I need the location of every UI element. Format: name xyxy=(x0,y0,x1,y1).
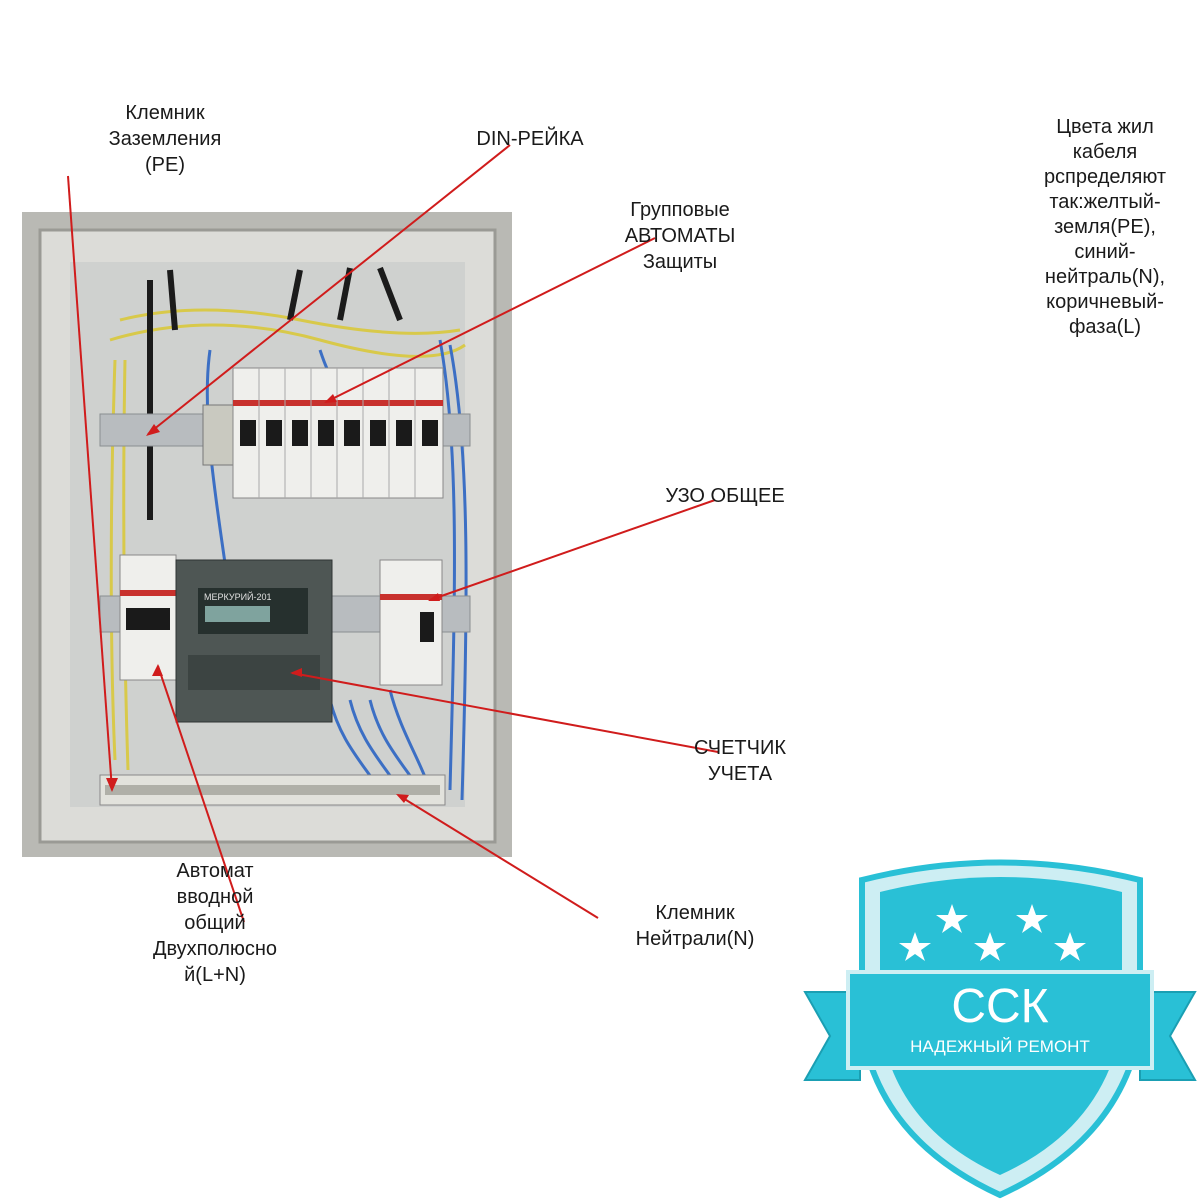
logo-ribbon-center xyxy=(846,970,1154,1070)
star-icon xyxy=(936,904,968,933)
label-main-breaker: Автомат вводной общий Двухполюсно й(L+N) xyxy=(152,860,278,986)
callout-lines xyxy=(67,144,719,923)
label-pe-terminal: Клемник Заземления (PE) xyxy=(108,102,222,176)
pe-terminal-block xyxy=(202,404,234,466)
rcd xyxy=(379,559,443,686)
star-icon xyxy=(1016,904,1048,933)
arrow-main xyxy=(157,665,245,923)
group-breakers xyxy=(232,367,444,499)
label-meter: СЧЕТЧИК УЧЕТА xyxy=(693,737,787,785)
energy-meter: МЕРКУРИЙ-201 xyxy=(175,559,333,723)
arrow-neutral xyxy=(397,794,599,919)
logo-badge xyxy=(803,859,1197,1199)
arrow-group xyxy=(325,237,656,403)
star-icon xyxy=(1054,932,1086,961)
label-neutral-terminal: Клемник Нейтрали(N) xyxy=(635,902,755,950)
arrow-meter xyxy=(291,672,719,753)
arrow-rcd xyxy=(429,499,716,601)
logo-title: ССК xyxy=(951,980,1049,1033)
star-icon xyxy=(899,932,931,961)
logo-subtitle: НАДЕЖНЫЙ РЕМОНТ xyxy=(910,1037,1090,1056)
main-breaker xyxy=(119,554,177,681)
black-cable xyxy=(147,266,403,520)
arrow-din xyxy=(147,144,511,435)
star-icons xyxy=(899,904,1086,961)
enclosure-back xyxy=(70,262,465,807)
star-icon xyxy=(974,932,1006,961)
bus-bar xyxy=(99,774,446,806)
meter-brand-text: МЕРКУРИЙ-201 xyxy=(204,591,272,602)
label-group-breakers: Групповые АВТОМАТЫ Защиты xyxy=(624,199,736,273)
label-din-rail: DIN-РЕЙКА xyxy=(476,128,584,150)
label-wire-colors: Цвета жил кабеля рспределяют так:желтый-… xyxy=(1043,116,1167,338)
arrow-pe xyxy=(67,175,113,791)
label-rcd: УЗО ОБЩЕЕ xyxy=(665,485,785,507)
